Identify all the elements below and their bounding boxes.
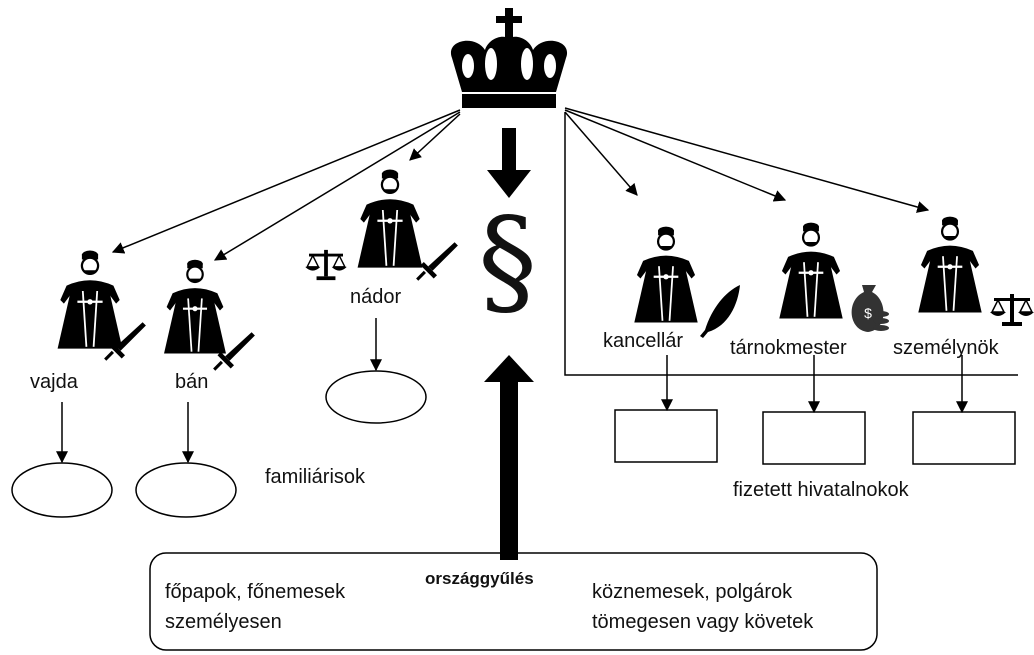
parliament-right-line2: tömegesen vagy követek xyxy=(592,611,814,633)
label-vajda: vajda xyxy=(30,371,78,393)
label-fizetett-hivatalnokok: fizetett hivatalnokok xyxy=(733,479,909,501)
parliament-right-line1: köznemesek, polgárok xyxy=(592,581,793,603)
law-symbol: § xyxy=(478,192,537,330)
parliament-box xyxy=(149,552,878,651)
official-rect xyxy=(614,409,718,463)
noble-figure-icon xyxy=(778,221,844,320)
crown-to-law-arrow xyxy=(487,128,531,198)
money-bag-icon: $ xyxy=(851,285,889,332)
noble-figure-icon xyxy=(917,215,983,314)
scales-icon xyxy=(990,293,1034,327)
parliament-left-line1: főpapok, főnemesek xyxy=(165,581,346,603)
parliament-to-law-arrow xyxy=(484,355,534,560)
sword-icon xyxy=(416,242,458,281)
noble-figure-icon xyxy=(356,168,424,269)
label-ban: bán xyxy=(175,371,209,393)
subordinate-arrows xyxy=(56,318,968,464)
crown-icon xyxy=(450,8,568,108)
noble-figure-icon xyxy=(56,249,124,350)
label-kancellar: kancellár xyxy=(603,330,684,352)
label-familiarisok: familiárisok xyxy=(265,466,366,488)
familiaris-ellipse xyxy=(325,370,427,424)
bracket-line xyxy=(564,112,1018,376)
label-nador: nádor xyxy=(350,286,402,308)
parliament-left-text: főpapok, főnemesek személyesen xyxy=(165,577,345,637)
parliament-left-line2: személyesen xyxy=(165,611,282,633)
official-rect xyxy=(762,411,866,465)
quill-icon xyxy=(700,285,740,338)
familiaris-ellipse xyxy=(11,462,113,518)
parliament-title: országgyűlés xyxy=(425,569,534,588)
label-szemelynok: személynök xyxy=(893,337,999,359)
noble-figure-icon xyxy=(633,225,699,324)
label-tarnokmester: tárnokmester xyxy=(730,337,847,359)
scales-icon xyxy=(305,249,347,281)
official-rect xyxy=(912,411,1016,465)
familiaris-ellipse xyxy=(135,462,237,518)
parliament-right-text: köznemesek, polgárok tömegesen vagy köve… xyxy=(592,577,813,637)
noble-figure-icon xyxy=(162,258,228,355)
svg-text:$: $ xyxy=(864,305,872,321)
authority-arrows xyxy=(111,107,930,261)
